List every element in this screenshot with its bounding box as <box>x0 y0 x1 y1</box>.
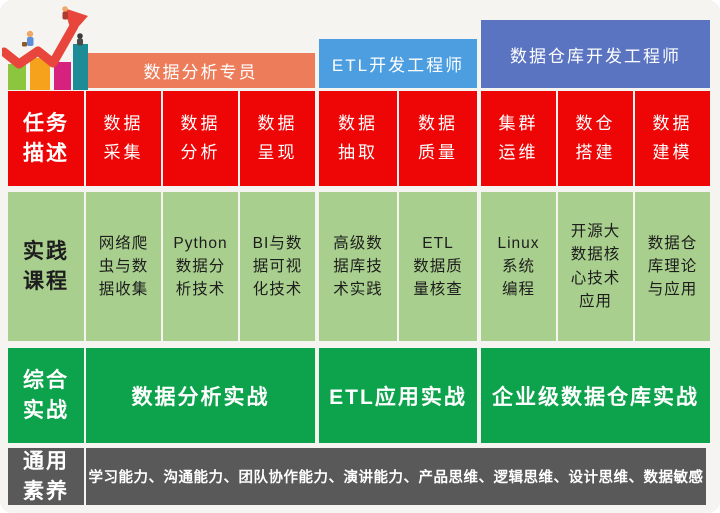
task-cell: 数据 质量 <box>399 91 477 186</box>
capstone-cell: 企业级数据仓库实战 <box>481 348 710 443</box>
course-cell: Linux 系统 编程 <box>481 192 556 341</box>
task-cell: 数据 采集 <box>86 91 161 186</box>
row-label-capstone: 综合 实战 <box>8 348 84 443</box>
course-cell: 开源大 数据核 心技术 应用 <box>558 192 633 341</box>
capstone-cell: ETL应用实战 <box>319 348 477 443</box>
person-icon <box>22 30 34 47</box>
task-cell: 集群 运维 <box>481 91 556 186</box>
trend-arrow-icon <box>2 8 88 69</box>
soft-skills-row: 通用 素养 学习能力、沟通能力、团队协作能力、演讲能力、产品思维、逻辑思维、设计… <box>8 448 720 505</box>
course-cell: 网络爬 虫与数 据收集 <box>86 192 161 341</box>
capstone-row: 综合 实战 数据分析实战 ETL应用实战 企业级数据仓库实战 <box>8 348 720 443</box>
course-cell: ETL 数据质 量核查 <box>399 192 477 341</box>
row-label-soft-skills: 通用 素养 <box>8 448 84 505</box>
task-description-row: 任务 描述 数据 采集 数据 分析 数据 呈现 数据 抽取 数据 质量 集群 运… <box>8 91 720 186</box>
person-icon <box>62 6 68 20</box>
course-cell: 高级数 据库技 术实践 <box>319 192 397 341</box>
task-cell: 数据 呈现 <box>240 91 315 186</box>
bar-chart-icon <box>8 44 88 90</box>
course-cell: Python 数据分 析技术 <box>163 192 238 341</box>
task-cell: 数仓 搭建 <box>558 91 633 186</box>
course-cell: 数据仓 库理论 与应用 <box>635 192 710 341</box>
track-header-data-analyst: 数据分析专员 <box>86 53 315 88</box>
task-cell: 数据 抽取 <box>319 91 397 186</box>
track-header-warehouse-engineer: 数据仓库开发工程师 <box>481 20 710 88</box>
practice-course-row: 实践 课程 网络爬 虫与数 据收集 Python 数据分 析技术 BI与数 据可… <box>8 192 720 341</box>
task-cell: 数据 分析 <box>163 91 238 186</box>
row-label-courses: 实践 课程 <box>8 192 84 341</box>
row-label-tasks: 任务 描述 <box>8 91 84 186</box>
track-header-etl-engineer: ETL开发工程师 <box>319 39 477 88</box>
capstone-cell: 数据分析实战 <box>86 348 315 443</box>
track-header-row: 数据分析专员 ETL开发工程师 数据仓库开发工程师 <box>86 20 720 88</box>
course-cell: BI与数 据可视 化技术 <box>240 192 315 341</box>
person-icon <box>77 33 83 46</box>
growth-chart-illustration <box>2 6 88 90</box>
soft-skills-cell: 学习能力、沟通能力、团队协作能力、演讲能力、产品思维、逻辑思维、设计思维、数据敏… <box>86 448 706 505</box>
task-cell: 数据 建模 <box>635 91 710 186</box>
